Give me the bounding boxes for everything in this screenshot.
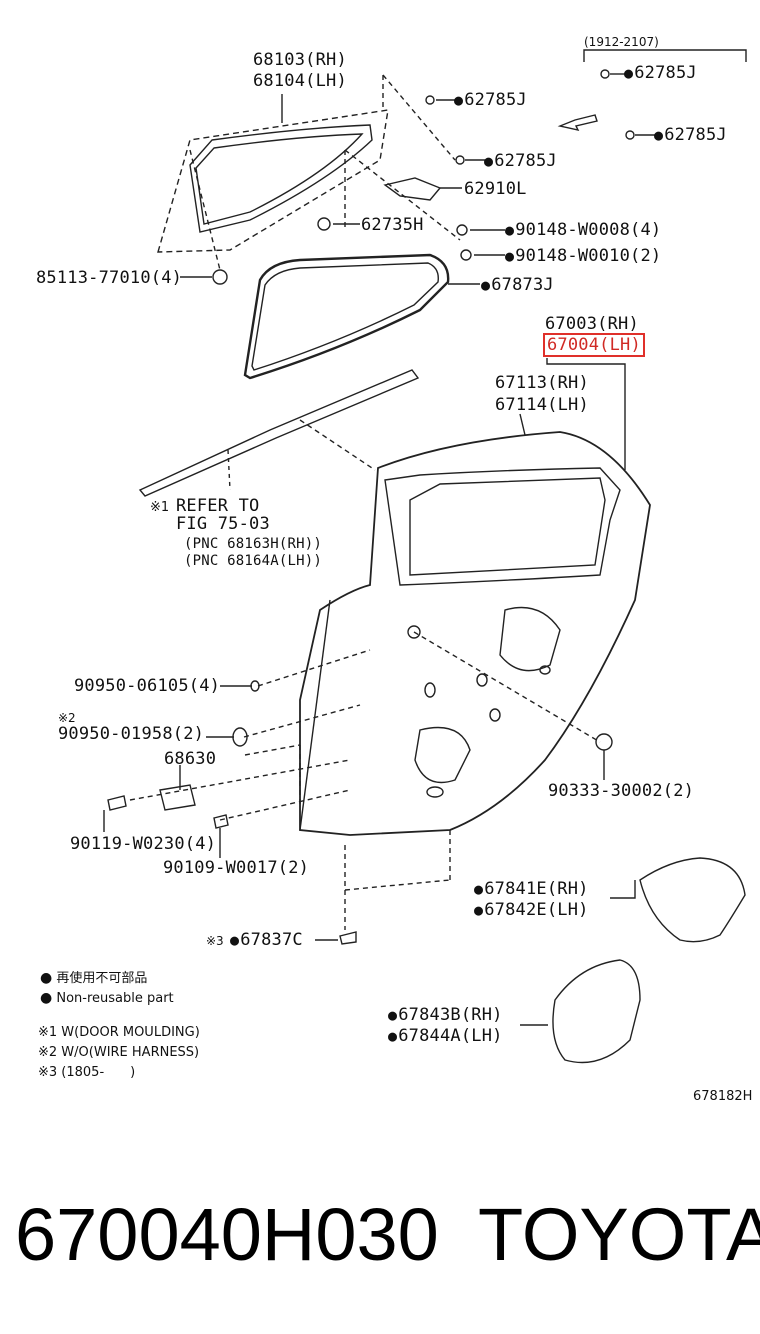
legend-reuse-jp: ● 再使用不可部品: [40, 970, 148, 986]
label-62785j-b: 62785J: [484, 151, 557, 171]
refer-to-text: REFER TO: [176, 496, 260, 516]
label-62735h: 62735H: [361, 215, 424, 235]
label-62785j-d: 62785J: [654, 125, 727, 145]
refer-pnc-lh: (PNC 68164A(LH)): [184, 553, 323, 569]
refer-fig-text: FIG 75-03: [176, 514, 270, 534]
clip-62785j-b: [455, 155, 465, 165]
label-67843b: 67843B(RH): [388, 1005, 503, 1025]
label-90109: 90109-W0017(2): [163, 858, 310, 878]
label-67841e: 67841E(RH): [474, 879, 589, 899]
refer-pnc-rh: (PNC 68163H(RH)): [184, 536, 323, 552]
door-parts-diagram: [103, 49, 747, 1064]
label-62785j-c: 62785J: [624, 63, 697, 83]
label-67003: 67003(RH): [545, 314, 639, 334]
legend-note-1: ※1 W(DOOR MOULDING): [38, 1025, 200, 1040]
label-67873j: 67873J: [481, 275, 554, 295]
nut-85113: [212, 269, 228, 285]
label-90148-w0008: 90148-W0008(4): [505, 220, 661, 240]
diagram-code: 678182H: [693, 1089, 753, 1104]
label-67842e: 67842E(LH): [474, 900, 589, 920]
clip-62785j-d: [625, 130, 635, 140]
label-62910l: 62910L: [464, 179, 527, 199]
grommet-90950-06105: [250, 680, 260, 692]
bolt-90148-10: [460, 249, 472, 261]
clip-62785j-c: [600, 69, 610, 79]
label-67114: 67114(LH): [495, 395, 589, 415]
legend-reuse-en: ● Non-reusable part: [40, 990, 174, 1006]
label-67113: 67113(RH): [495, 373, 589, 393]
label-90950-01958: 90950-01958(2): [58, 724, 205, 744]
bracket-62910l: [383, 177, 442, 201]
quarter-glass: [189, 124, 373, 233]
label-90333: 90333-30002(2): [548, 781, 695, 801]
nut-62735h: [317, 217, 331, 231]
legend-note-2: ※2 W/O(WIRE HARNESS): [38, 1045, 200, 1060]
part-number: 670040H030: [15, 1193, 439, 1276]
brand-name: TOYOTA: [478, 1193, 760, 1276]
refer-mark: ※1: [150, 500, 170, 515]
label-62785j-a: 62785J: [454, 90, 527, 110]
door-moulding: [138, 369, 420, 497]
quarter-glass-outline: [157, 109, 389, 253]
label-90950-06105: 90950-06105(4): [74, 676, 221, 696]
label-67844a: 67844A(LH): [388, 1026, 503, 1046]
direction-arrow: [557, 114, 598, 132]
label-85113: 85113-77010(4): [36, 268, 183, 288]
bolt-90119: [107, 795, 127, 811]
clip-67837c: [339, 931, 357, 945]
door-window-frame: [384, 467, 621, 586]
check-68630: [159, 784, 196, 811]
label-90148-w0010: 90148-W0010(2): [505, 246, 661, 266]
label-68630: 68630: [164, 749, 217, 769]
quarter-glass-inner: [195, 133, 364, 225]
legend-note-3: ※3 (1805- ): [38, 1065, 136, 1080]
label-90950-01958-mark: ※2: [58, 711, 76, 725]
label-67837c-mark: ※3: [206, 934, 224, 948]
weatherstrip-67873j: [243, 253, 450, 380]
label-67837c: 67837C: [230, 930, 303, 950]
date-range-label: (1912-2107): [584, 35, 659, 49]
service-cover-67843b: [552, 959, 641, 1064]
service-cover-67841e: [639, 857, 746, 943]
label-68103: 68103(RH): [253, 50, 347, 70]
clip-62785j-a: [425, 95, 435, 105]
bolt-90148-8: [456, 224, 468, 236]
bolt-90109: [213, 814, 229, 829]
label-90119: 90119-W0230(4): [70, 834, 217, 854]
label-68104: 68104(LH): [253, 71, 347, 91]
label-67004-highlighted: 67004(LH): [543, 333, 645, 357]
plug-90333: [595, 733, 613, 751]
rear-door-panel: [299, 431, 651, 836]
date-bracket: [583, 49, 747, 62]
